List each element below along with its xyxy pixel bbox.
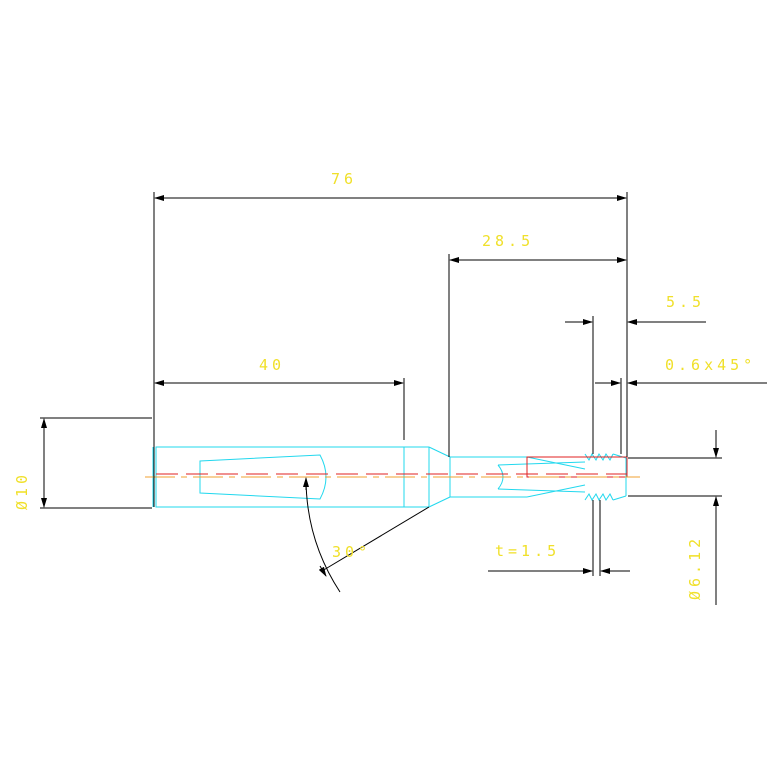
dim-length-28-5: 28.5 xyxy=(482,232,534,250)
dim-chamfer: 0.6x45° xyxy=(665,356,756,374)
dim-overall-length: 76 xyxy=(331,170,357,188)
dim-diameter-6-12: Ø6.12 xyxy=(686,535,704,600)
dimension-lines xyxy=(40,192,767,605)
dim-angle-30: 30° xyxy=(332,543,371,561)
dim-diameter-10: Ø10 xyxy=(13,471,31,510)
dim-length-40: 40 xyxy=(259,356,285,374)
dim-length-5-5: 5.5 xyxy=(666,293,705,311)
dim-thread-pitch: t=1.5 xyxy=(495,542,560,560)
